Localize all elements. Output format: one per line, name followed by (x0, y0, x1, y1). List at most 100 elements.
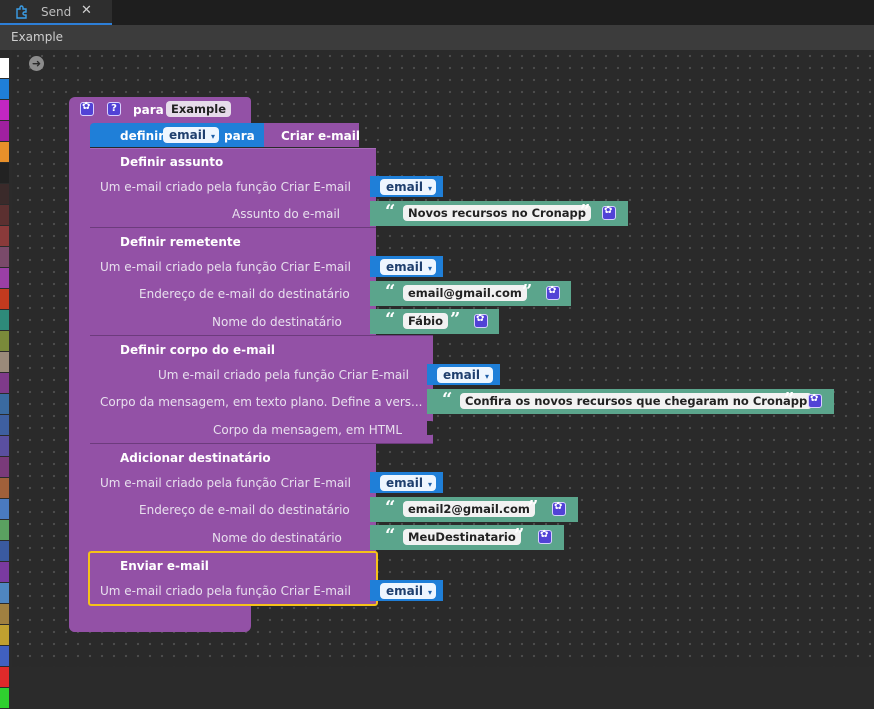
set-body-title: Definir corpo do e-mail (120, 343, 275, 357)
email-dropdown[interactable]: email▾ (380, 259, 436, 275)
gear-icon[interactable] (602, 205, 616, 220)
palette-category-3[interactable] (0, 121, 9, 141)
quote-close-icon: ” (784, 389, 795, 410)
email-dropdown[interactable]: email▾ (437, 367, 493, 383)
set-body-arg3: Corpo da mensagem, em HTML (213, 423, 403, 437)
gear-icon[interactable] (80, 101, 94, 116)
palette-category-6[interactable] (0, 184, 9, 204)
palette-category-7[interactable] (0, 205, 9, 225)
gear-icon[interactable] (808, 393, 822, 408)
palette-category-19[interactable] (0, 457, 9, 477)
palette-category-23[interactable] (0, 541, 9, 561)
page-title: Example (11, 30, 64, 44)
procedure-body-left (69, 120, 90, 632)
set-body-arg2: Corpo da mensagem, em texto plano. Defin… (100, 395, 423, 409)
set-sender-title: Definir remetente (120, 235, 241, 249)
gear-icon[interactable] (546, 285, 560, 300)
block-divider (90, 443, 433, 444)
set-sender-block[interactable] (90, 228, 376, 335)
palette-category-1[interactable] (0, 79, 9, 99)
procedure-prefix: para (133, 103, 164, 117)
add-recipient-arg3: Nome do destinatário (212, 531, 342, 545)
gear-icon[interactable] (552, 501, 566, 516)
editor-header: Example (0, 25, 874, 50)
set-subject-block[interactable] (90, 148, 376, 227)
category-palette (0, 58, 11, 709)
add-recipient-arg2: Endereço de e-mail do destinatário (139, 503, 350, 517)
palette-category-11[interactable] (0, 289, 9, 309)
palette-category-29[interactable] (0, 667, 9, 687)
palette-category-0[interactable] (0, 58, 9, 78)
email-dropdown[interactable]: email▾ (380, 583, 436, 599)
add-recipient-arg1: Um e-mail criado pela função Criar E-mai… (100, 476, 351, 490)
send-email-arg1: Um e-mail criado pela função Criar E-mai… (100, 584, 351, 598)
palette-category-26[interactable] (0, 604, 9, 624)
email-dropdown[interactable]: email▾ (380, 475, 436, 491)
palette-category-24[interactable] (0, 562, 9, 582)
quote-open-icon: “ (385, 201, 396, 222)
set-sender-arg2: Endereço de e-mail do destinatário (139, 287, 350, 301)
sender-name-field[interactable]: Fábio (403, 313, 449, 329)
palette-category-14[interactable] (0, 352, 9, 372)
subject-text-field[interactable]: Novos recursos no Cronapp (403, 205, 592, 221)
quote-close-icon: ” (528, 497, 539, 518)
close-icon[interactable]: ✕ (81, 3, 92, 18)
body-text-field[interactable]: Confira os novos recursos que chegaram n… (460, 393, 813, 409)
palette-category-10[interactable] (0, 268, 9, 288)
palette-category-22[interactable] (0, 520, 9, 540)
create-email-block[interactable] (264, 123, 359, 147)
quote-open-icon: “ (385, 309, 396, 330)
gear-icon[interactable] (474, 313, 488, 328)
add-recipient-block[interactable] (90, 444, 376, 551)
set-sender-arg3: Nome do destinatário (212, 315, 342, 329)
arrow-right-icon[interactable]: ➜ (29, 56, 44, 71)
tab-bar: Send ✕ (0, 0, 874, 25)
palette-category-20[interactable] (0, 478, 9, 498)
set-body-block[interactable] (90, 336, 433, 443)
set-subject-title: Definir assunto (120, 155, 224, 169)
quote-close-icon: ” (450, 309, 461, 330)
palette-category-28[interactable] (0, 646, 9, 666)
gear-icon[interactable] (538, 529, 552, 544)
palette-category-27[interactable] (0, 625, 9, 645)
block-divider (90, 227, 376, 228)
palette-category-8[interactable] (0, 226, 9, 246)
sender-email-field[interactable]: email@gmail.com (403, 285, 527, 301)
quote-open-icon: “ (385, 281, 396, 302)
palette-category-13[interactable] (0, 331, 9, 351)
set-label: definir (120, 129, 165, 143)
recipient-name-field[interactable]: MeuDestinatario (403, 529, 521, 545)
set-body-arg1: Um e-mail criado pela função Criar E-mai… (158, 368, 409, 382)
palette-category-21[interactable] (0, 499, 9, 519)
variable-dropdown[interactable]: email▾ (163, 127, 219, 143)
palette-category-25[interactable] (0, 583, 9, 603)
quote-open-icon: “ (385, 525, 396, 546)
empty-input-notch[interactable] (427, 421, 435, 435)
palette-category-9[interactable] (0, 247, 9, 267)
set-subject-arg1: Um e-mail criado pela função Criar E-mai… (100, 180, 351, 194)
palette-category-15[interactable] (0, 373, 9, 393)
set-to-label: para (224, 129, 255, 143)
palette-category-4[interactable] (0, 142, 9, 162)
procedure-name-field[interactable]: Example (166, 101, 231, 117)
palette-category-5[interactable] (0, 163, 9, 183)
create-email-label: Criar e-mail (281, 129, 360, 143)
email-dropdown[interactable]: email▾ (380, 179, 436, 195)
quote-close-icon: ” (514, 525, 525, 546)
set-subject-arg2: Assunto do e-mail (232, 207, 340, 221)
send-email-title: Enviar e-mail (120, 559, 209, 573)
palette-category-30[interactable] (0, 688, 9, 708)
quote-open-icon: “ (385, 497, 396, 518)
palette-category-17[interactable] (0, 415, 9, 435)
recipient-email-field[interactable]: email2@gmail.com (403, 501, 535, 517)
palette-category-12[interactable] (0, 310, 9, 330)
palette-category-2[interactable] (0, 100, 9, 120)
tab-send[interactable]: Send ✕ (0, 0, 112, 25)
palette-category-16[interactable] (0, 394, 9, 414)
set-sender-arg1: Um e-mail criado pela função Criar E-mai… (100, 260, 351, 274)
quote-close-icon: ” (580, 201, 591, 222)
procedure-footer (69, 604, 251, 632)
send-email-block[interactable] (90, 552, 376, 604)
palette-category-18[interactable] (0, 436, 9, 456)
help-icon[interactable]: ? (107, 102, 121, 116)
